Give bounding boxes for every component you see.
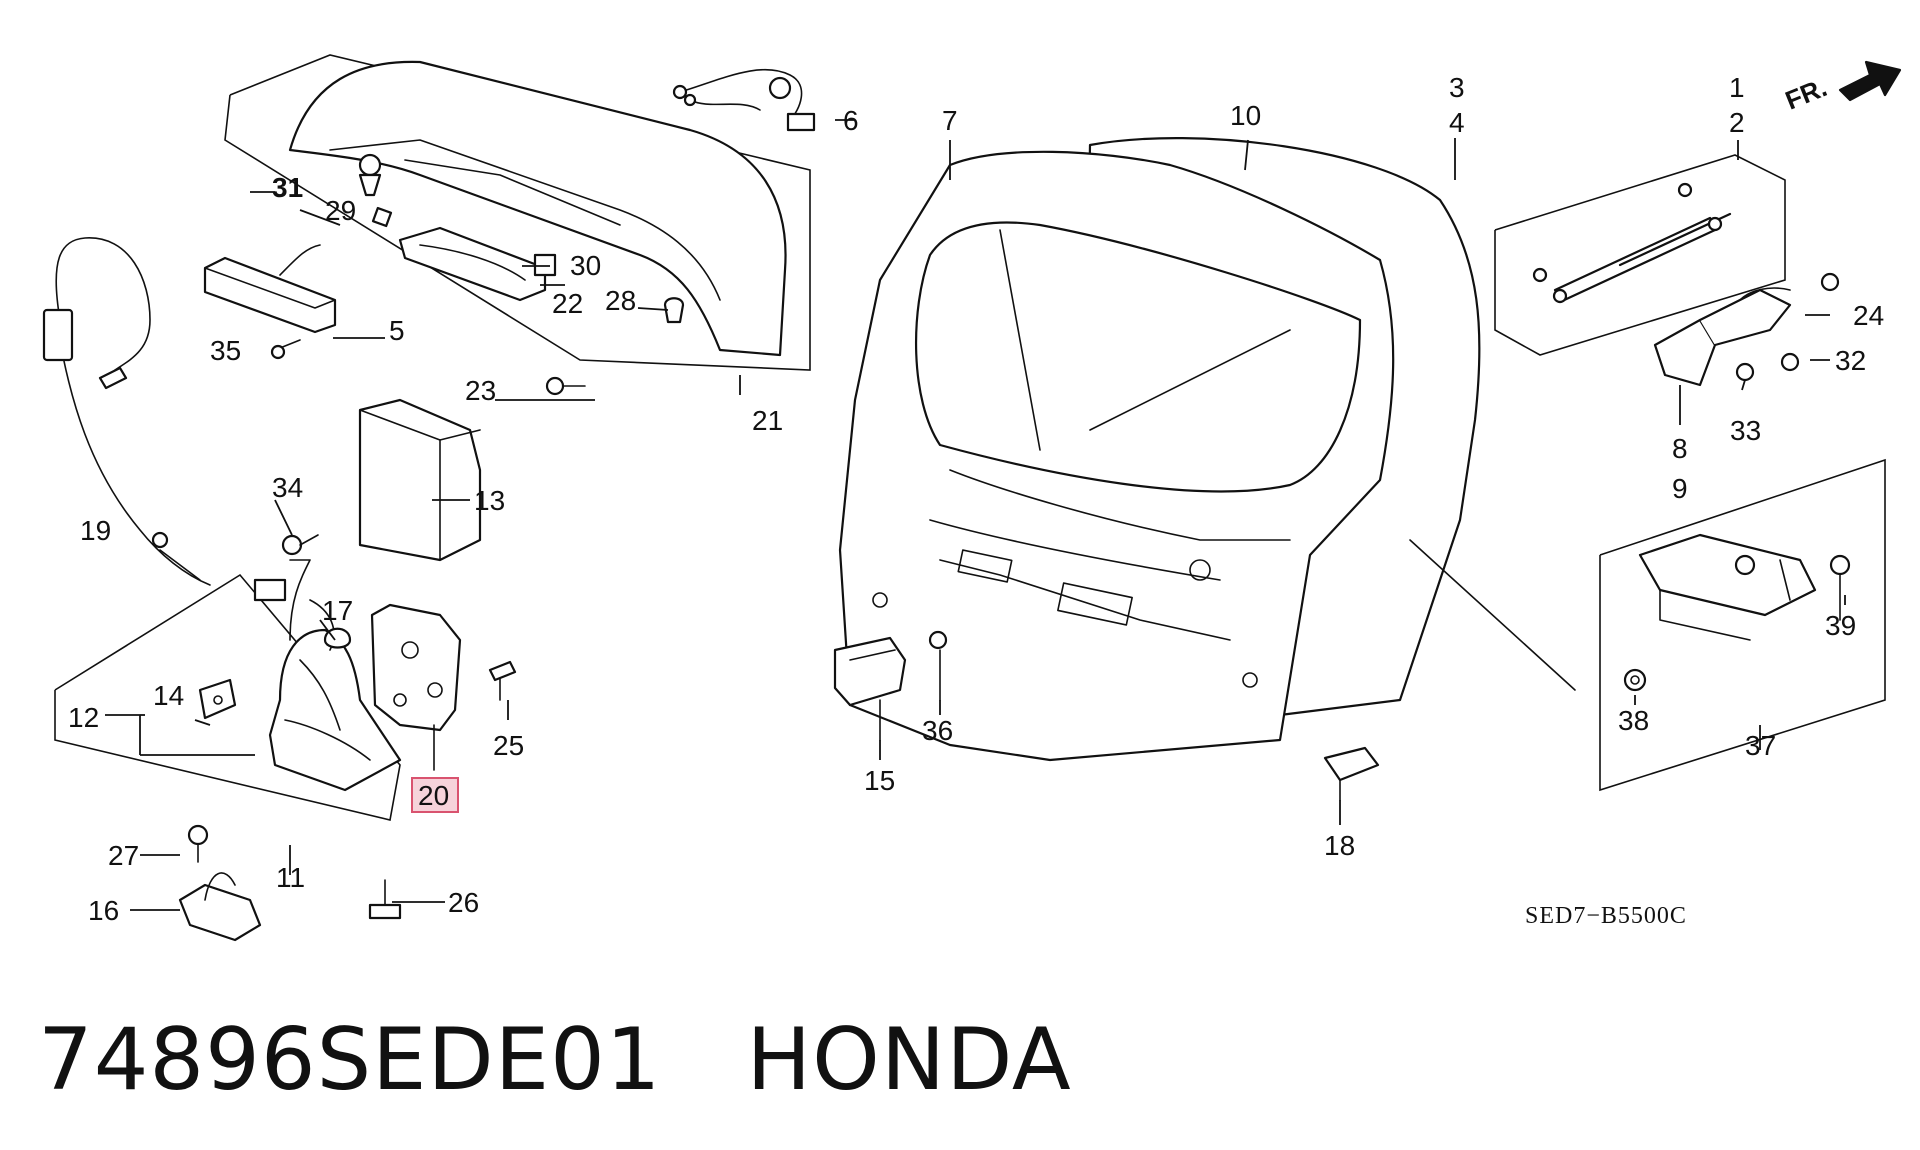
callout-24: 24 xyxy=(1853,300,1884,331)
callout-12: 12 xyxy=(68,702,99,733)
highlight-box xyxy=(411,777,459,813)
callout-4: 4 xyxy=(1449,107,1465,138)
callout-3: 3 xyxy=(1449,72,1465,103)
callout-13: 13 xyxy=(474,485,505,516)
callout-34: 34 xyxy=(272,472,303,503)
callout-5: 5 xyxy=(389,315,405,346)
callout-38: 38 xyxy=(1618,705,1649,736)
callout-1: 1 xyxy=(1729,72,1745,103)
callout-20: 20 xyxy=(418,780,449,811)
callout-11: 11 xyxy=(276,862,305,893)
callout-6: 6 xyxy=(843,105,859,136)
callout-37: 37 xyxy=(1745,730,1776,761)
forward-arrow-icon: FR. xyxy=(1781,60,1902,116)
callout-7: 7 xyxy=(942,105,958,136)
part-number: 74896SEDE01 xyxy=(38,1010,662,1110)
callout-21: 21 xyxy=(752,405,783,436)
callout-29: 29 xyxy=(325,195,356,226)
callout-25: 25 xyxy=(493,730,524,761)
callout-9: 9 xyxy=(1672,473,1688,504)
hinge-upper xyxy=(1653,272,1840,387)
callout-17: 17 xyxy=(322,595,353,626)
opener-cable xyxy=(42,237,211,586)
leader-lines xyxy=(105,119,1846,911)
callout-26: 26 xyxy=(448,887,479,918)
callout-39: 39 xyxy=(1825,610,1856,641)
callout-15: 15 xyxy=(864,765,895,796)
callout-27: 27 xyxy=(108,840,139,871)
drawing-code: SED7−B5500C xyxy=(1525,903,1687,929)
hinge-lower xyxy=(1599,458,1886,792)
brand-name: HONDA xyxy=(746,1010,1072,1110)
latch-group xyxy=(54,534,402,942)
callout-28: 28 xyxy=(605,285,636,316)
callout-36: 36 xyxy=(922,715,953,746)
callout-31: 31 xyxy=(272,172,303,203)
callout-14: 14 xyxy=(153,680,184,711)
callout-8: 8 xyxy=(1672,433,1688,464)
callout-labels: 1 2 3 4 5 6 7 8 9 10 11 12 13 14 15 16 1… xyxy=(68,72,1884,926)
direction-label: FR. xyxy=(1781,72,1831,116)
callout-33: 33 xyxy=(1730,415,1761,446)
footer: 74896SEDE01 HONDA xyxy=(38,1010,1072,1110)
handle-and-stops xyxy=(833,630,1380,801)
spoiler-group xyxy=(203,54,816,396)
gas-stay-group xyxy=(1494,154,1786,356)
actuator xyxy=(370,603,517,771)
callout-22: 22 xyxy=(552,288,583,319)
callout-2: 2 xyxy=(1729,107,1745,138)
callout-19: 19 xyxy=(80,515,111,546)
callout-30: 30 xyxy=(570,250,601,281)
callout-10: 10 xyxy=(1230,100,1261,131)
cover xyxy=(358,398,482,562)
callout-35: 35 xyxy=(210,335,241,366)
tailgate xyxy=(838,137,1576,762)
callout-18: 18 xyxy=(1324,830,1355,861)
callout-32: 32 xyxy=(1835,345,1866,376)
callout-16: 16 xyxy=(88,895,119,926)
callout-23: 23 xyxy=(465,375,496,406)
